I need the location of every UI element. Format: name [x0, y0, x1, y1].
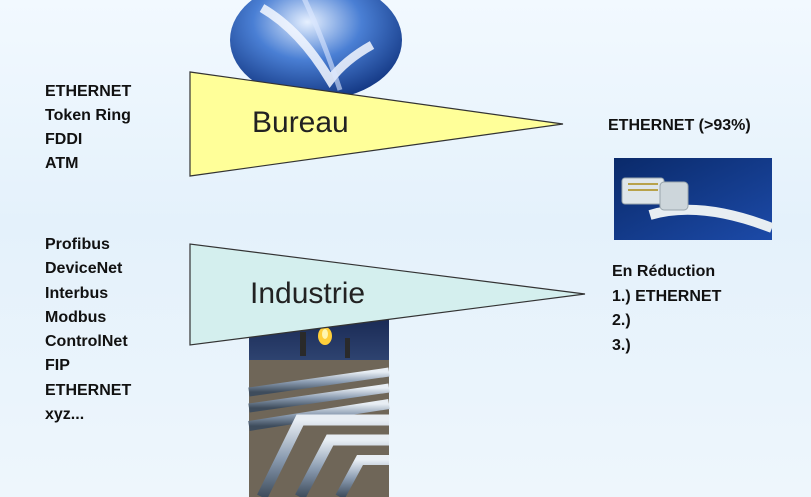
list-item: FDDI: [45, 131, 83, 148]
industry-pipeline-icon: [248, 318, 390, 497]
list-item: DeviceNet: [45, 260, 123, 278]
office-outcome: ETHERNET (>93%): [608, 117, 751, 134]
list-item: ATM: [45, 155, 79, 172]
ethernet-cable-icon: [614, 158, 774, 240]
list-item: FIP: [45, 357, 70, 375]
office-globe-icon: [230, 0, 402, 100]
list-item: Token Ring: [45, 107, 131, 124]
list-item: Interbus: [45, 284, 109, 302]
list-item: ETHERNET: [45, 83, 132, 100]
industry-convergence-wedge: [189, 243, 586, 346]
industry-outcome-title: En Réduction: [612, 263, 716, 280]
list-item: Modbus: [45, 308, 107, 326]
industry-network-list: Profibus DeviceNet Interbus Modbus Contr…: [45, 233, 131, 427]
office-convergence-wedge: [189, 71, 564, 177]
list-item: ETHERNET: [45, 381, 132, 399]
industry-wedge-label: Industrie: [250, 277, 366, 310]
list-item: Profibus: [45, 236, 110, 253]
office-wedge-label: Bureau: [252, 106, 349, 139]
office-network-list: ETHERNET Token Ring FDDI ATM: [45, 80, 131, 176]
list-item: xyz...: [45, 406, 85, 424]
industry-outcome-item: 2.): [612, 312, 631, 329]
list-item: ControlNet: [45, 333, 128, 351]
industry-outcome-item: 1.) ETHERNET: [612, 287, 722, 305]
industry-outcome-item: 3.): [612, 336, 631, 354]
industry-outcome: En Réduction 1.) ETHERNET 2.) 3.): [612, 260, 721, 358]
